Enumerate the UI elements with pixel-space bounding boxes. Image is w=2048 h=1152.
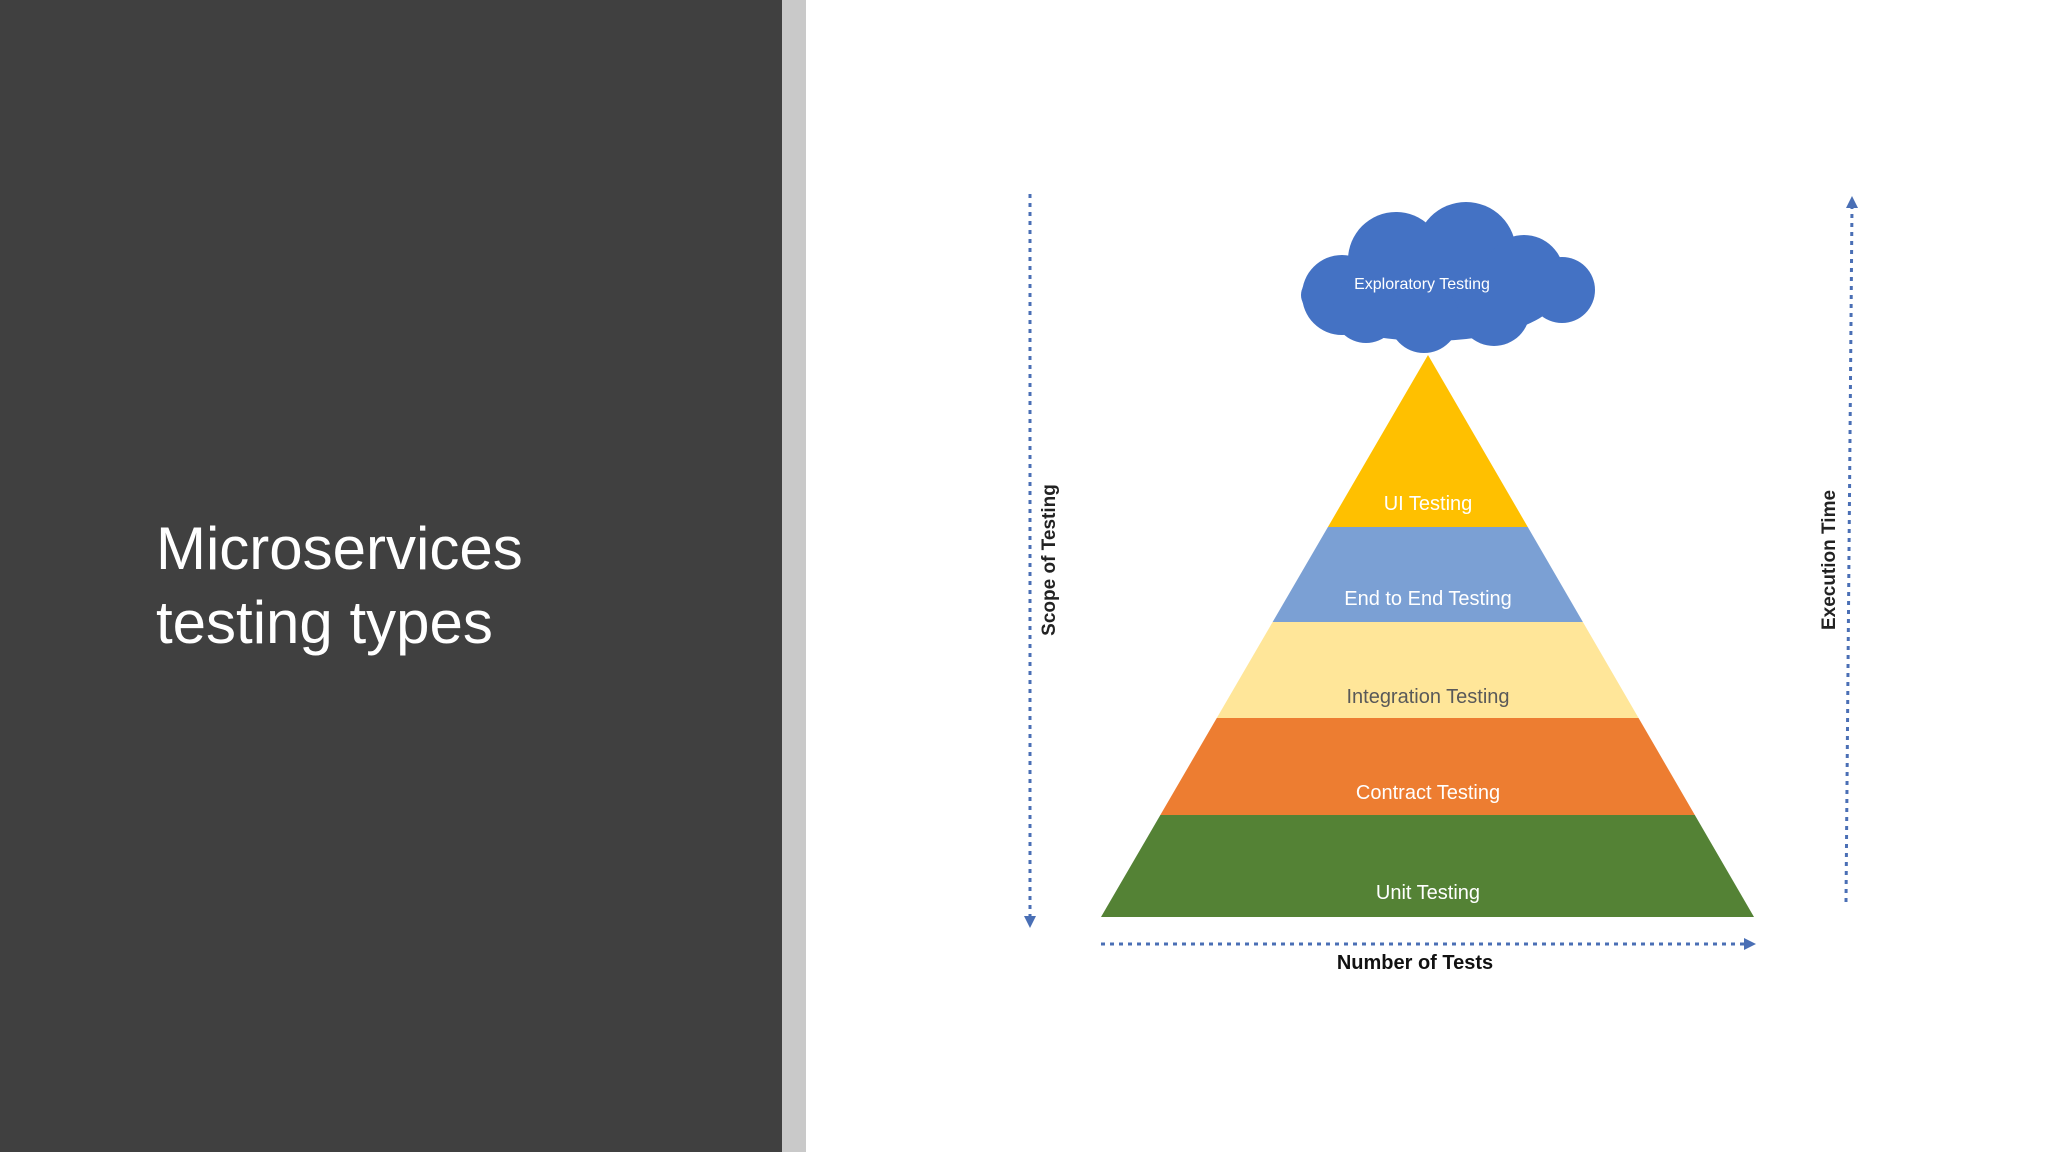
pyramid-layer-label-2: End to End Testing [1344,588,1512,610]
exploratory-testing-cloud: Exploratory Testing [1301,202,1595,353]
pyramid-layer-label-3: Integration Testing [1346,686,1509,708]
pyramid-layer-5 [1101,815,1754,917]
pyramid-layer-label-4: Contract Testing [1356,782,1500,804]
scope-arrow [1024,194,1036,928]
slide-title-line-2: testing types [156,589,493,656]
scope-of-testing-label: Scope of Testing [1039,484,1060,636]
pyramid-layer-2 [1272,527,1583,622]
pyramid-layer-3 [1216,622,1639,718]
slide-title-line-1: Microservices [156,515,523,582]
pyramid-layer-label-5: Unit Testing [1376,882,1480,904]
pyramid-layer-4 [1160,718,1695,815]
number-of-tests-arrow [1101,938,1756,950]
cloud-label: Exploratory Testing [1354,276,1490,293]
execution-time-label: Execution Time [1819,490,1840,630]
execution-time-arrow [1844,196,1858,903]
pyramid-layer-label-1: UI Testing [1384,493,1473,515]
slide-title: Microservices testing types [156,512,716,660]
left-panel: Microservices testing types [0,0,782,1152]
testing-pyramid-diagram: Scope of Testing Execution Time Number o… [806,0,2048,1152]
divider-strip [782,0,806,1152]
pyramid-layer-1 [1327,355,1528,527]
number-of-tests-label: Number of Tests [1337,952,1493,974]
